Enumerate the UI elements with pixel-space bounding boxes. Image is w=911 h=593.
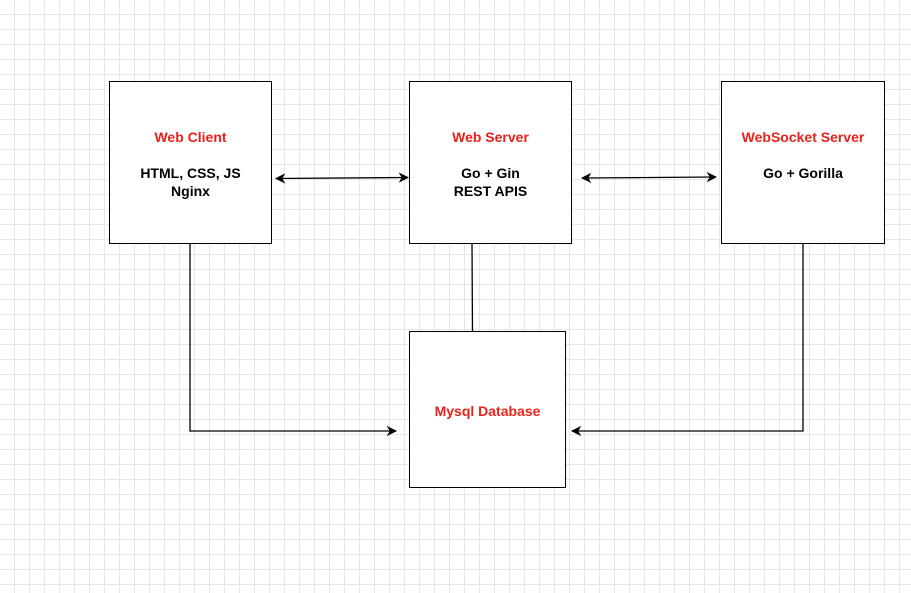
web-server-line-2: REST APIS — [453, 183, 528, 199]
database-title: Mysql Database — [434, 403, 541, 419]
web-client-line-2: Nginx — [171, 183, 210, 199]
websocket-server-node[interactable]: WebSocket Server Go + Gorilla — [721, 81, 885, 244]
websocket-server-title: WebSocket Server — [741, 129, 865, 145]
web-server-node[interactable]: Web Server Go + Gin REST APIS — [409, 81, 572, 244]
web-client-node[interactable]: Web Client HTML, CSS, JS Nginx — [109, 81, 272, 244]
websocket-server-line-1: Go + Gorilla — [763, 165, 843, 181]
connector-web-client-web-server[interactable] — [274, 172, 410, 184]
web-server-line-1: Go + Gin — [461, 165, 520, 181]
web-server-spacer — [410, 146, 571, 164]
connector-web-client-database[interactable] — [189, 244, 398, 437]
connector-websocket-server-database[interactable] — [570, 244, 804, 437]
web-client-spacer — [110, 146, 271, 164]
web-server-title: Web Server — [452, 129, 529, 145]
websocket-server-spacer — [722, 146, 884, 164]
web-client-title: Web Client — [154, 129, 227, 145]
connector-web-server-database[interactable] — [471, 243, 474, 337]
database-node[interactable]: Mysql Database — [409, 331, 566, 488]
connector-web-server-websocket-server[interactable] — [580, 171, 718, 184]
web-client-line-1: HTML, CSS, JS — [140, 165, 241, 181]
